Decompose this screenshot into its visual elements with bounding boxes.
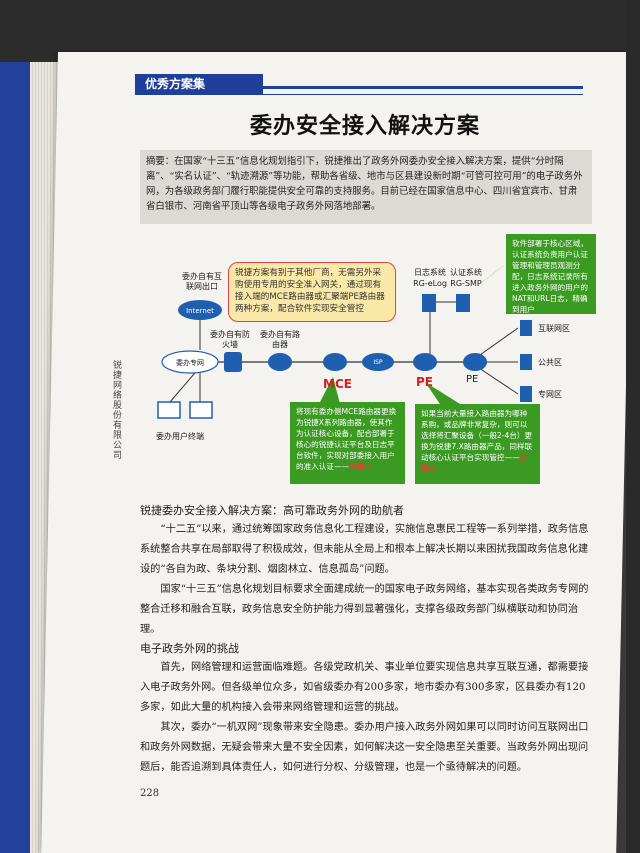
- log-server: [422, 294, 436, 312]
- pe-router-device: [413, 353, 437, 371]
- callout-pointer-left: [320, 377, 340, 404]
- green-callout-right-tag: 方案二: [421, 453, 528, 473]
- zone-public-server: [520, 354, 532, 370]
- router-device: [268, 353, 292, 371]
- internet-exit-label: 委办自有互联网出口: [182, 272, 222, 291]
- header-rule: [253, 86, 583, 89]
- user-terminal-label: 委办用户终端: [156, 432, 204, 441]
- user-terminal-1: [157, 401, 181, 419]
- callout-pointer-right: [425, 382, 460, 404]
- router-label: 委办自有路由器: [260, 330, 300, 349]
- green-callout-right: 如果当前大量接入路由器为哪种系购，或品牌非常复杂，则可以选择将汇聚设备（一般2-…: [415, 404, 540, 484]
- diagram-lines: [157, 262, 532, 419]
- pe-red-label: PE: [416, 375, 433, 389]
- internet-cloud: [178, 300, 222, 320]
- page-title: 委办安全接入解决方案: [249, 113, 480, 139]
- side-publisher-text: 锐捷网络股份有限公司: [111, 360, 121, 460]
- firewall-label: 委办自有防火墙: [210, 330, 250, 349]
- page-number: 228: [140, 788, 160, 799]
- auth-system-label: 认证系统: [450, 268, 482, 277]
- mce-router-device: [323, 353, 347, 371]
- yellow-callout: 锐捷方案有别于其他厂商，无需另外采购使用专用的安全准入网关，通过现有接入端的MC…: [228, 262, 396, 322]
- paragraph-2: 国家“十三五”信息化规划目标要求全面建成统一的国家电子政务网络，基本实现各类政务…: [140, 584, 589, 635]
- firewall-device: [224, 352, 242, 372]
- header-rule-thin: [135, 94, 583, 95]
- pe-label: PE: [466, 374, 479, 385]
- zone-public-label: 公共区: [538, 358, 562, 367]
- green-callout-right-text: 如果当前大量接入路由器为哪种系购，或品牌非常复杂，则可以选择将汇聚设备（一般2-…: [421, 409, 533, 462]
- callout-pointer-top: [470, 262, 508, 292]
- background-right: [626, 0, 640, 853]
- internet-label: Internet: [186, 307, 214, 315]
- green-callout-left-text: 将现有委办侧MCE路由器更换为锐捷X系列路由器，使其作为认证核心设备，配合部署于…: [296, 407, 397, 471]
- log-model-label: RG-eLog: [413, 279, 447, 288]
- abstract-box: 摘要：在国家“十三五”信息化规划指引下，锐捷推出了政务外网委办安全接入解决方案，…: [140, 150, 592, 224]
- log-system-label: 日志系统: [414, 268, 446, 277]
- section-header: 优秀方案集: [135, 74, 263, 94]
- isp-label: ISP: [373, 359, 383, 366]
- zone-private-label: 专网区: [538, 390, 562, 399]
- mce-label: MCE: [323, 377, 352, 391]
- auth-server: [456, 294, 470, 312]
- paragraph-1: “十二五”以来，通过统筹国家政务信息化工程建设，实施信息惠民工程等一系列举措，政…: [140, 524, 589, 575]
- private-net-label: 委办专网: [176, 359, 204, 367]
- zone-private-server: [520, 386, 532, 402]
- subtitle-1: 锐捷委办安全接入解决方案：高可靠政务外网的助航者: [140, 504, 404, 517]
- pe-router2-device: [463, 353, 487, 371]
- subtitle-2: 电子政务外网的挑战: [140, 642, 239, 655]
- green-callout-left-tag: 方案一: [349, 462, 372, 471]
- paragraph-3: 首先，网络管理和运营面临难题。各级党政机关、事业单位要实现信息共享互联互通，都需…: [140, 662, 589, 713]
- green-callout-top-right: 软件部署于核心区域，认证系统负责用户认证管理和管理员观测分配，日志系统记录所有进…: [506, 234, 596, 314]
- green-callout-left: 将现有委办侧MCE路由器更换为锐捷X系列路由器，使其作为认证核心设备，配合部署于…: [290, 402, 405, 484]
- zone-internet-server: [520, 320, 532, 336]
- auth-model-label: RG-SMP: [450, 279, 482, 288]
- network-diagram: 委办自有互联网出口 Internet 委办专网 委办自有防火墙 委办自有路由器 …: [140, 232, 596, 492]
- private-net-cloud: [161, 350, 219, 374]
- user-terminal-2: [189, 401, 213, 419]
- isp-cloud: [362, 353, 394, 371]
- paragraph-4: 其次，委办“一机双网”现象带来安全隐患。委办用户接入政务外网如果可以同时访问互联…: [140, 722, 589, 773]
- zone-internet-label: 互联网区: [538, 324, 570, 333]
